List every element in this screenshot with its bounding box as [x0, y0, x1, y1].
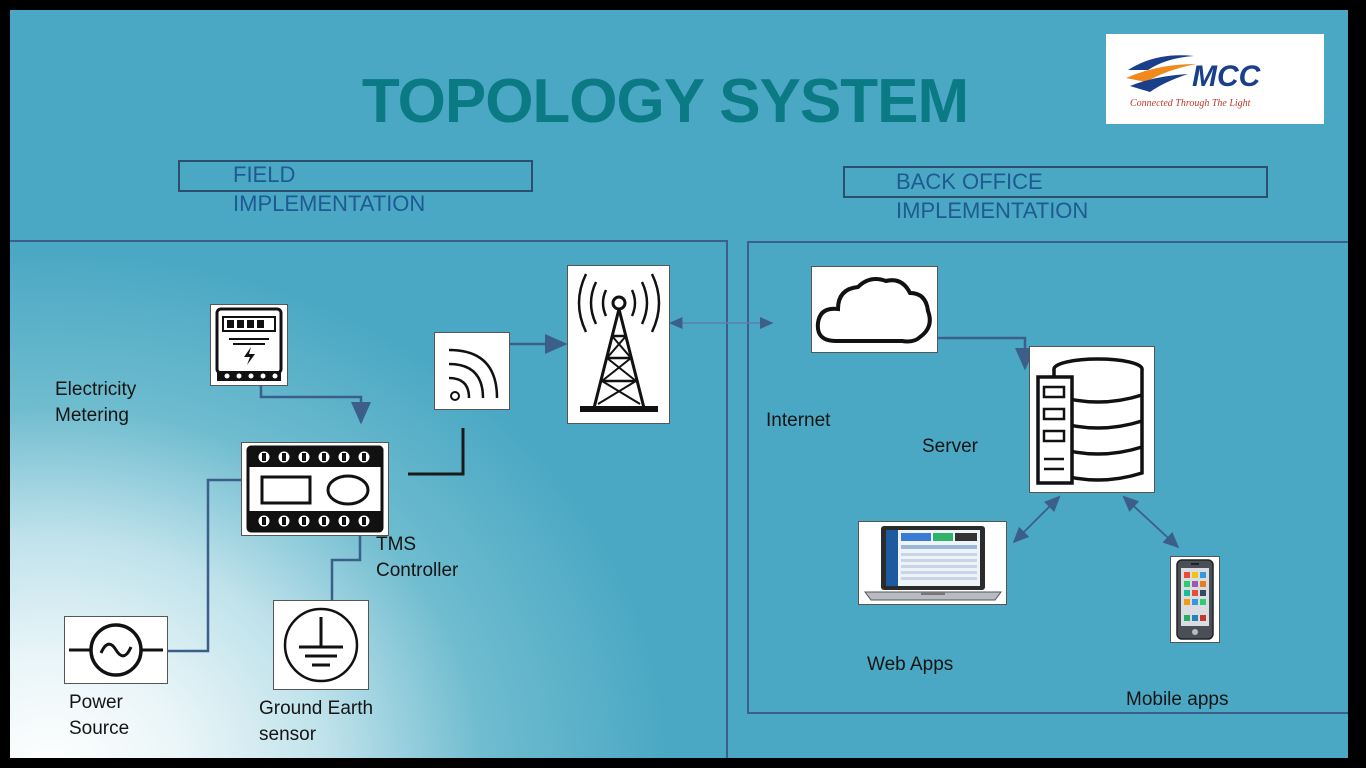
smartphone-icon	[1170, 556, 1220, 643]
field-panel	[10, 240, 728, 758]
back-office-panel	[747, 241, 1348, 714]
controller-icon	[241, 442, 389, 536]
cloud-icon	[811, 266, 938, 353]
tms-controller-label: TMS Controller	[376, 532, 458, 584]
connector-power-controller	[168, 478, 242, 653]
power-source-label: Power Source	[69, 690, 129, 742]
connector-server-webapps	[1012, 495, 1061, 544]
mcc-logo: MCC Connected Through The Light	[1106, 34, 1324, 124]
ground-label-line1: Ground Earth	[259, 698, 374, 719]
slide: TOPOLOGY SYSTEM MCC Connected Through Th…	[10, 10, 1348, 758]
power-label-line2: Source	[69, 718, 130, 739]
electricity-label-line1: Electricity	[55, 379, 137, 400]
back-office-label-line2: IMPLEMENTATION	[896, 198, 1089, 223]
electricity-metering-label: Electricity Metering	[55, 377, 136, 429]
field-label-line2: IMPLEMENTATION	[233, 191, 426, 216]
wifi-signal-icon	[434, 332, 510, 410]
mobile-apps-label: Mobile apps	[1126, 689, 1229, 710]
connector-controller-ground	[330, 535, 362, 600]
internet-label: Internet	[766, 410, 831, 431]
back-office-label-line1: BACK OFFICE	[896, 169, 1043, 194]
connector-meter-controller	[259, 385, 371, 425]
laptop-icon	[858, 521, 1007, 605]
page-title: TOPOLOGY SYSTEM	[361, 67, 969, 136]
connector-server-mobile	[1122, 495, 1180, 549]
logo-tagline: Connected Through The Light	[1130, 98, 1251, 109]
field-section-box	[178, 160, 533, 192]
tms-label-line1: TMS	[376, 534, 417, 555]
power-label-line1: Power	[69, 692, 123, 713]
tms-label-line2: Controller	[376, 560, 459, 581]
ac-power-icon	[64, 616, 168, 684]
server-label: Server	[922, 436, 978, 457]
electricity-meter-icon	[210, 304, 288, 386]
connector-controller-wireless	[408, 428, 465, 476]
web-apps-label: Web Apps	[867, 654, 954, 675]
mcc-logo-mark: MCC Connected Through The Light	[1126, 55, 1262, 109]
ground-label-line2: sensor	[259, 724, 317, 745]
field-label-line1: FIELD	[233, 162, 296, 187]
logo-brand: MCC	[1192, 60, 1262, 93]
database-server-icon	[1029, 346, 1155, 493]
field-section-label: FIELD IMPLEMENTATION	[233, 160, 425, 218]
ground-earth-label: Ground Earth sensor	[259, 696, 373, 748]
radio-tower-icon	[567, 265, 670, 424]
ground-icon	[273, 600, 369, 690]
back-office-section-label: BACK OFFICE IMPLEMENTATION	[896, 167, 1088, 225]
back-office-section-box	[843, 166, 1268, 198]
electricity-label-line2: Metering	[55, 405, 129, 426]
